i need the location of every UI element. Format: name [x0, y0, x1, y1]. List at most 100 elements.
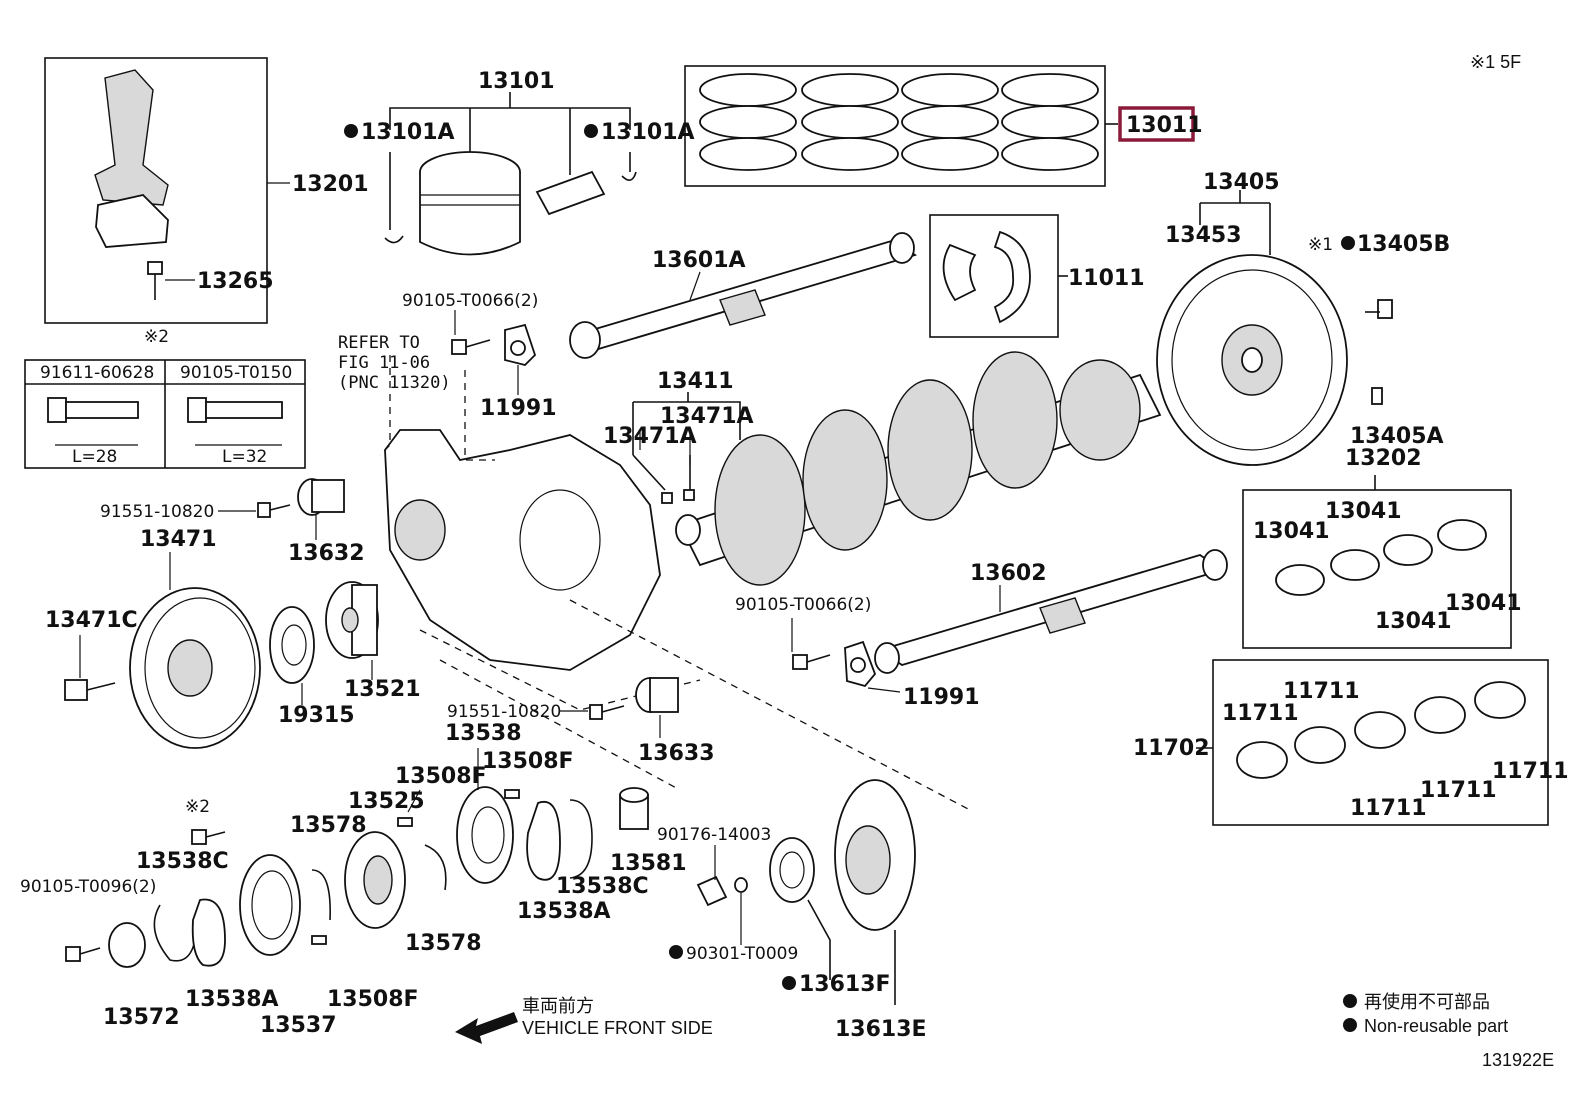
gear-13632-icon: [297, 478, 345, 516]
bolt-upper-icon: [451, 339, 491, 355]
callout-13405a[interactable]: 13405A: [1350, 424, 1444, 449]
callout-13538a-b[interactable]: 13538A: [517, 899, 611, 924]
callout-13471a-upper[interactable]: 13471A: [660, 404, 754, 429]
callout-11011[interactable]: 11011: [1068, 266, 1145, 291]
callout-13265[interactable]: 13265: [197, 269, 274, 294]
bolt-l28-icon: [47, 397, 139, 446]
gear-13525-icon: [344, 831, 406, 929]
callout-11711-d[interactable]: 11711: [1420, 778, 1497, 803]
callout-90301-t0009[interactable]: 90301-T0009: [686, 944, 798, 964]
callout-13202[interactable]: 13202: [1345, 446, 1422, 471]
direction-jp: 車両前方: [522, 996, 594, 1016]
arrow-left-icon: [455, 1012, 518, 1044]
non-reusable-marker-13613f: [782, 976, 796, 990]
callout-13101a-left[interactable]: 13101A: [361, 120, 455, 145]
highlight-13011: [1118, 106, 1195, 142]
callout-13041-a[interactable]: 13041: [1253, 519, 1330, 544]
figure-id: 131922E: [1482, 1050, 1554, 1070]
callout-11711-a[interactable]: 11711: [1222, 701, 1299, 726]
flywheel-icon: [1156, 254, 1348, 466]
callout-13041-c[interactable]: 13041: [1375, 609, 1452, 634]
callout-13411[interactable]: 13411: [657, 369, 734, 394]
snap-ring-13578-b-icon: [424, 844, 447, 891]
callout-19315[interactable]: 19315: [278, 703, 355, 728]
callout-13508f-a[interactable]: 13508F: [395, 764, 487, 789]
callout-11991-lower[interactable]: 11991: [903, 685, 980, 710]
callout-13602[interactable]: 13602: [970, 561, 1047, 586]
washer-90301-icon: [734, 877, 748, 893]
callout-13101[interactable]: 13101: [478, 69, 555, 94]
star1-note: ※1: [1308, 235, 1333, 255]
bolt-90105-t0096-icon: [65, 946, 101, 962]
crank-gear-13613e-icon: [834, 779, 916, 931]
refer-note-line3: (PNC 11320): [338, 373, 451, 393]
callout-13581[interactable]: 13581: [610, 851, 687, 876]
callout-13633[interactable]: 13633: [638, 741, 715, 766]
bolt-91551-a-icon: [257, 502, 291, 518]
bearing-upper-icon: [1275, 519, 1487, 596]
callout-13525[interactable]: 13525: [348, 789, 425, 814]
callout-13471a-lower[interactable]: 13471A: [603, 424, 697, 449]
connecting-rod-icon: [94, 69, 169, 300]
callout-11702[interactable]: 11702: [1133, 736, 1210, 761]
gasket-13538a-a-icon: [191, 898, 226, 967]
pin-13508f-c-icon: [311, 935, 327, 945]
callout-13471[interactable]: 13471: [140, 527, 217, 552]
callout-13471c[interactable]: 13471C: [45, 608, 138, 633]
ring-set-frame: [684, 65, 1106, 187]
callout-13453[interactable]: 13453: [1165, 223, 1242, 248]
callout-11711-e[interactable]: 11711: [1492, 759, 1569, 784]
callout-11711-b[interactable]: 11711: [1283, 679, 1360, 704]
callout-13041-d[interactable]: 13041: [1445, 591, 1522, 616]
callout-13201[interactable]: 13201: [292, 172, 369, 197]
filled-circle-icon: [1343, 994, 1357, 1008]
pin-13508f-a-icon: [397, 817, 413, 827]
bolt-table-col1-part: 91611-60628: [40, 363, 154, 383]
callout-90105-t0066-upper[interactable]: 90105-T0066(2): [402, 291, 538, 311]
direction-en: VEHICLE FRONT SIDE: [522, 1018, 713, 1038]
callout-13101a-right[interactable]: 13101A: [601, 120, 695, 145]
callout-90105-t0066-lower[interactable]: 90105-T0066(2): [735, 595, 871, 615]
callout-13632[interactable]: 13632: [288, 541, 365, 566]
callout-13011[interactable]: 13011: [1126, 113, 1203, 138]
snap-ring-icon: [384, 235, 404, 244]
callout-13405[interactable]: 13405: [1203, 170, 1280, 195]
page-corner-tag: ※1 5F: [1470, 52, 1521, 72]
callout-11711-c[interactable]: 11711: [1350, 796, 1427, 821]
bolt-l32-icon: [187, 397, 283, 446]
callout-13041-b[interactable]: 13041: [1325, 499, 1402, 524]
bearing-lower-frame: [1212, 659, 1549, 826]
callout-13537[interactable]: 13537: [260, 1013, 337, 1038]
plug-90176-icon: [696, 875, 728, 907]
callout-13572[interactable]: 13572: [103, 1005, 180, 1030]
callout-13613f[interactable]: 13613F: [799, 972, 891, 997]
bolt-table-col1-len: L=28: [72, 447, 117, 467]
callout-13578-a[interactable]: 13578: [290, 813, 367, 838]
callout-13538c-b[interactable]: 13538C: [556, 874, 649, 899]
callout-11991-upper[interactable]: 11991: [480, 396, 557, 421]
callout-13538c-a[interactable]: 13538C: [136, 849, 229, 874]
callout-13578-b[interactable]: 13578: [405, 931, 482, 956]
cover-13572-icon: [108, 922, 146, 968]
callout-90176-14003[interactable]: 90176-14003: [657, 825, 771, 845]
callout-13538a-a[interactable]: 13538A: [185, 987, 279, 1012]
callout-13521[interactable]: 13521: [344, 677, 421, 702]
callout-13508f-b[interactable]: 13508F: [482, 749, 574, 774]
non-reusable-marker-13405b: [1341, 236, 1355, 250]
callout-13538[interactable]: 13538: [445, 721, 522, 746]
callout-13601a[interactable]: 13601A: [652, 248, 746, 273]
callout-13508f-c[interactable]: 13508F: [327, 987, 419, 1012]
callout-13613e[interactable]: 13613E: [835, 1017, 927, 1042]
bolt-91551-b-icon: [589, 704, 625, 720]
key-icon-2: [683, 489, 695, 501]
timing-cover-icon: [384, 429, 661, 671]
piston-icon: [419, 151, 521, 256]
callout-13405b[interactable]: 13405B: [1357, 232, 1450, 257]
callout-90105-t0096[interactable]: 90105-T0096(2): [20, 877, 156, 897]
key-icon: [661, 492, 673, 504]
oil-seal-13613f-icon: [769, 837, 815, 903]
callout-91551-10820-a[interactable]: 91551-10820: [100, 502, 214, 522]
callout-91551-10820-b[interactable]: 91551-10820: [447, 702, 561, 722]
